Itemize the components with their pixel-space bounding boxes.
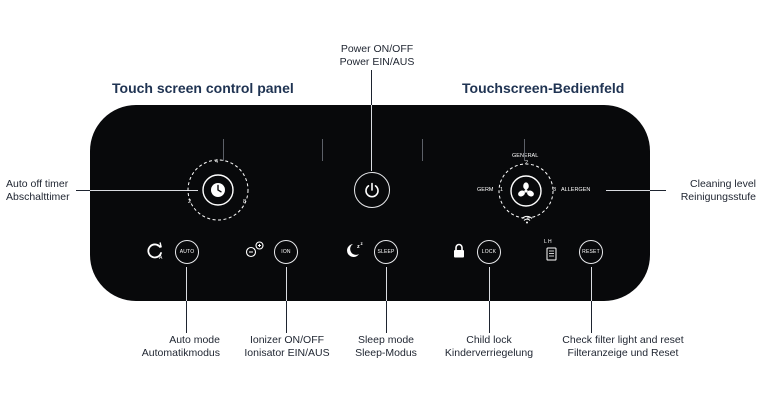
lock-icon [454, 243, 464, 258]
timer-mark-4: 4 [215, 159, 219, 165]
leader-lock-inner [489, 267, 490, 301]
callout-lock-en: Child lock [466, 334, 512, 346]
svg-text:A: A [159, 255, 163, 261]
leader-auto-inner [186, 267, 187, 301]
svg-text:z: z [361, 241, 364, 246]
heading-german: Touchscreen-Bedienfeld [462, 80, 625, 96]
heading-english: Touch screen control panel [112, 80, 294, 96]
level-3-mark: 3 [553, 187, 557, 193]
ionizer-icon [245, 241, 264, 258]
callout-ionizer-en: Ionizer ON/OFF [249, 334, 325, 346]
clock-icon[interactable] [209, 181, 227, 199]
separator-2 [322, 139, 323, 161]
svg-text:z: z [357, 244, 360, 250]
power-button[interactable] [354, 172, 390, 208]
leader-reset-outer [591, 301, 592, 333]
leader-lock-outer [489, 301, 490, 333]
separator-4 [524, 139, 525, 161]
level-2-mark: 2 [525, 160, 529, 166]
level-1-mark: 1 [500, 187, 504, 193]
ion-button[interactable]: ION [274, 240, 298, 264]
timer-mark-8: 8 [243, 199, 247, 205]
leader-cleaning-inner [606, 190, 650, 191]
leader-sleep-inner [386, 267, 387, 301]
sleep-moon-icon: z z [347, 241, 364, 257]
fan-icon[interactable] [516, 181, 536, 201]
leader-timer-outer [76, 190, 90, 191]
auto-button[interactable]: AUTO [175, 240, 199, 264]
leader-timer-inner [90, 190, 198, 191]
callout-ionizer: Ionizer ON/OFF Ionisator EIN/AUS [232, 334, 342, 360]
level-allergen-label: ALLERGEN [561, 187, 591, 193]
callout-cleaning-de: Reinigungsstufe [680, 191, 756, 203]
leader-sleep-outer [386, 301, 387, 333]
callout-child-lock: Child lock Kinderverriegelung [436, 334, 542, 360]
wifi-icon [521, 215, 533, 224]
callout-power-en: Power ON/OFF [340, 43, 414, 55]
leader-ion-inner [286, 267, 287, 301]
callout-auto-en: Auto mode [169, 334, 220, 346]
level-general-label: GENERAL [512, 153, 539, 159]
timer-mark-2: 2 [188, 199, 192, 205]
callout-sleep-en: Sleep mode [357, 334, 415, 346]
separator-1 [223, 139, 224, 161]
filter-level-marks: L H [544, 239, 552, 245]
callout-auto-de: Automatikmodus [141, 347, 220, 359]
callout-filter-de: Filteranzeige und Reset [567, 347, 679, 359]
leader-reset-inner [591, 267, 592, 301]
callout-power: Power ON/OFF Power EIN/AUS [322, 43, 432, 69]
callout-timer-de: Abschalttimer [6, 191, 70, 203]
callout-lock-de: Kinderverriegelung [444, 347, 534, 359]
auto-mode-icon: A [147, 242, 163, 261]
leader-cleaning-outer [650, 190, 666, 191]
filter-icon [546, 247, 557, 261]
reset-button[interactable]: RESET [579, 240, 603, 264]
callout-cleaning-en: Cleaning level [690, 178, 756, 190]
lock-button[interactable]: LOCK [477, 240, 501, 264]
callout-auto-mode: Auto mode Automatikmodus [120, 334, 220, 360]
leader-power-outer [371, 70, 372, 105]
callout-auto-off-timer: Auto off timer Abschalttimer [6, 178, 70, 204]
callout-filter: Check filter light and reset Filteranzei… [548, 334, 698, 360]
callout-sleep-de: Sleep-Modus [355, 347, 417, 359]
separator-3 [422, 139, 423, 161]
callout-cleaning-level: Cleaning level Reinigungsstufe [650, 178, 756, 204]
leader-power-inner [371, 105, 372, 171]
callout-sleep-mode: Sleep mode Sleep-Modus [336, 334, 436, 360]
callout-ionizer-de: Ionisator EIN/AUS [244, 347, 330, 359]
callout-power-de: Power EIN/AUS [339, 56, 415, 68]
leader-ion-outer [286, 301, 287, 333]
power-icon [365, 182, 379, 198]
sleep-button[interactable]: SLEEP [374, 240, 398, 264]
callout-timer-en: Auto off timer [6, 178, 69, 190]
callout-filter-en: Check filter light and reset [562, 334, 684, 346]
leader-auto-outer [186, 301, 187, 333]
level-germ-label: GERM [477, 187, 494, 193]
